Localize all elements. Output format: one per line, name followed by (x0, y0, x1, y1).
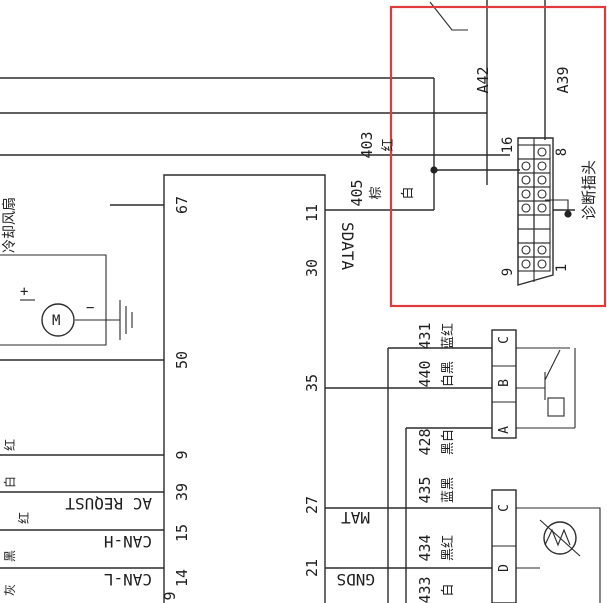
diag-pin8-label: 8 (554, 148, 570, 156)
term-a: A (497, 426, 512, 434)
pin-14-label: 14 (173, 569, 191, 587)
mid-pin-labels: 11 30 35 27 21 (303, 204, 321, 577)
pressure-switch (516, 347, 576, 429)
term-b: B (497, 379, 512, 387)
wire-431-color: 蓝红 (440, 323, 456, 349)
left-color-5: 灰 (3, 584, 17, 596)
diag-link (545, 199, 569, 214)
wire-435-color: 蓝黑 (441, 477, 456, 503)
thermistor-symbol (543, 521, 577, 555)
pin-50-label: 50 (173, 351, 191, 369)
highlight-box (389, 5, 607, 308)
thermistor-zigzag (544, 528, 571, 547)
a42-label: A42 (474, 66, 492, 93)
pin-27-label: 27 (303, 496, 321, 514)
pin-67-label: 67 (173, 196, 191, 214)
wire-403-label: 403 (358, 131, 376, 158)
wire-428-color: 黑白 (440, 429, 456, 455)
pin-35-label: 35 (303, 374, 321, 392)
left-color-2: 白 (2, 476, 17, 488)
wire-434-color: 黑红 (440, 535, 456, 561)
motor-minus-label: − (86, 300, 94, 316)
term-d: D (497, 564, 512, 572)
diag-pin9-label: 9 (500, 268, 516, 276)
mat-label: MAT (341, 508, 370, 527)
gnds-label: GNDS (336, 570, 375, 589)
top-lead (429, 1, 468, 31)
left-color-3: 红 (16, 512, 31, 524)
pin-21-label: 21 (303, 559, 321, 577)
can-l-label: CAN-L (104, 570, 152, 589)
wire-433-color: 白 (440, 583, 456, 596)
pin-9b-label: 9 (161, 591, 179, 600)
term-c1: C (497, 336, 512, 344)
term-c2: C (497, 504, 512, 512)
wire-405-label: 405 (348, 179, 366, 206)
motor-plus-label: + (20, 284, 28, 300)
fan-frame (0, 254, 107, 346)
wire-403-color: 红 (380, 138, 396, 151)
fan-label: 冷却风扇 (2, 197, 18, 253)
diag-pin1-label: 1 (554, 264, 570, 272)
wire-434-label: 434 (416, 534, 434, 561)
wire-440-label: 440 (416, 360, 434, 387)
wire-428-label: 428 (416, 428, 434, 455)
sdata-label: SDATA (338, 222, 357, 271)
temp-sensor-frame (516, 507, 601, 603)
pin-30-label: 30 (303, 259, 321, 277)
ecu-box (163, 174, 326, 603)
wire-431-label: 431 (416, 322, 434, 349)
diag-connector-name: 诊断插头 (580, 160, 598, 220)
wire-440-color: 白黑 (440, 361, 456, 387)
left-color-1: 红 (2, 439, 17, 451)
diag-pin16-label: 16 (500, 137, 516, 154)
left-color-4: 黑 (3, 550, 17, 562)
motor-m-label: M (52, 313, 60, 329)
left-pin-labels: 67 50 9 39 15 14 9 (161, 196, 191, 601)
pin-15-label: 15 (173, 524, 191, 542)
ac-request-label: AC REQUST (65, 494, 152, 513)
motor-symbol (41, 303, 75, 337)
pin-39-label: 39 (173, 483, 191, 501)
wire-433-label: 433 (416, 576, 434, 603)
wire-405-color2: 白 (400, 186, 416, 199)
pin-9-label: 9 (173, 450, 191, 459)
wire-435-label: 435 (416, 476, 434, 503)
junction-dot (430, 166, 438, 174)
a39-label: A39 (554, 66, 572, 93)
thermistor-slash (539, 519, 581, 557)
diag-pins (517, 144, 551, 272)
wire-405-color: 棕 (369, 186, 384, 199)
pin-11-label: 11 (303, 204, 321, 222)
sensor-connector-1 (491, 329, 517, 439)
can-h-label: CAN-H (104, 532, 152, 551)
switch-resistor (547, 397, 565, 417)
